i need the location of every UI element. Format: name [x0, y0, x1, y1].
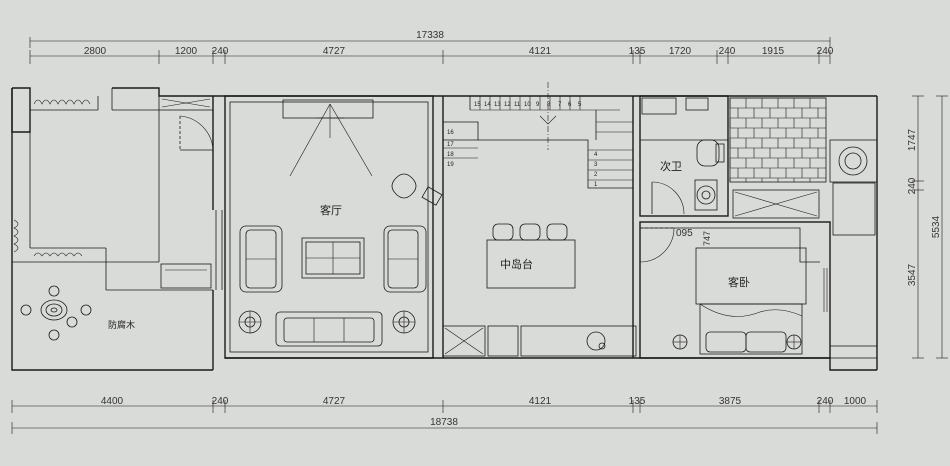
stair-step-5: 5 [578, 102, 582, 108]
stair-step-13: 13 [494, 102, 501, 108]
top-dim-7: 240 [719, 46, 736, 57]
bottom-dim-2: 4727 [323, 396, 346, 407]
right-overall-dim: 5534 [931, 215, 942, 238]
second-bathroom: 次卫 [639, 95, 729, 217]
inner-dim-095: 095 [676, 228, 693, 239]
top-dimension-chain: 17338 2800 1200 240 4727 4121 135 1720 2… [29, 30, 834, 64]
stair-step-4: 4 [594, 152, 598, 158]
stair-step-14: 14 [484, 102, 491, 108]
room-label-second-bath: 次卫 [660, 159, 682, 173]
room-label-guest-bedroom: 客卧 [728, 275, 750, 289]
top-dim-1: 1200 [175, 46, 198, 57]
bottom-dim-7: 1000 [844, 396, 867, 407]
stair-step-9: 9 [536, 102, 540, 108]
top-dim-9: 240 [817, 46, 834, 57]
top-dim-3: 4727 [323, 46, 346, 57]
stair-step-8: 8 [547, 102, 551, 108]
brick-wall-zone [729, 97, 827, 183]
stair-step-2: 2 [594, 172, 598, 178]
bottom-dimension-chain: 4400 240 4727 4121 135 3875 240 1000 187… [11, 396, 878, 434]
stair-and-island-zone: 15 14 13 12 11 10 9 8 7 6 5 4 3 2 1 16 1… [432, 82, 637, 358]
top-overall-dim: 17338 [416, 30, 444, 41]
room-label-living: 客厅 [320, 203, 342, 217]
terrace-area: 防腐木 [12, 88, 213, 341]
right-dim-1: 240 [907, 177, 918, 194]
right-dim-2: 3547 [907, 263, 918, 286]
top-dim-0: 2800 [84, 46, 107, 57]
exterior-walls [11, 87, 878, 371]
inner-dim-747: 747 [702, 231, 712, 246]
top-dim-2: 240 [212, 46, 229, 57]
stair-step-11: 11 [514, 102, 521, 108]
stair-step-17: 17 [447, 142, 454, 148]
stair-step-7: 7 [558, 102, 562, 108]
stair-step-10: 10 [524, 102, 531, 108]
top-dim-8: 1915 [762, 46, 785, 57]
laundry-zone [732, 139, 878, 370]
bottom-dim-0: 4400 [101, 396, 124, 407]
bottom-dim-6: 240 [817, 396, 834, 407]
top-dim-5: 135 [629, 46, 646, 57]
stair-step-15: 15 [474, 102, 481, 108]
entry-hall [158, 95, 223, 370]
stair-step-12: 12 [504, 102, 511, 108]
bottom-dim-3: 4121 [529, 396, 552, 407]
bottom-dim-5: 3875 [719, 396, 742, 407]
stair-step-19: 19 [447, 162, 454, 168]
right-dim-0: 1747 [907, 128, 918, 151]
bottom-dim-1: 240 [212, 396, 229, 407]
stair-step-3: 3 [594, 162, 598, 168]
bottom-overall-dim: 18738 [430, 417, 458, 428]
top-dim-6: 1720 [669, 46, 692, 57]
right-dimension-chain: 1747 240 3547 5534 [907, 95, 948, 359]
bottom-dim-4: 135 [629, 396, 646, 407]
stair-step-18: 18 [447, 152, 454, 158]
top-dim-4: 4121 [529, 46, 552, 57]
stair-step-16: 16 [447, 130, 454, 136]
living-room: 客厅 [224, 95, 443, 359]
stair-step-6: 6 [568, 102, 572, 108]
room-label-terrace: 防腐木 [108, 319, 135, 331]
stair-step-1: 1 [594, 182, 598, 188]
guest-bedroom: 客卧 095 747 [639, 221, 831, 359]
room-label-island: 中岛台 [500, 257, 533, 271]
